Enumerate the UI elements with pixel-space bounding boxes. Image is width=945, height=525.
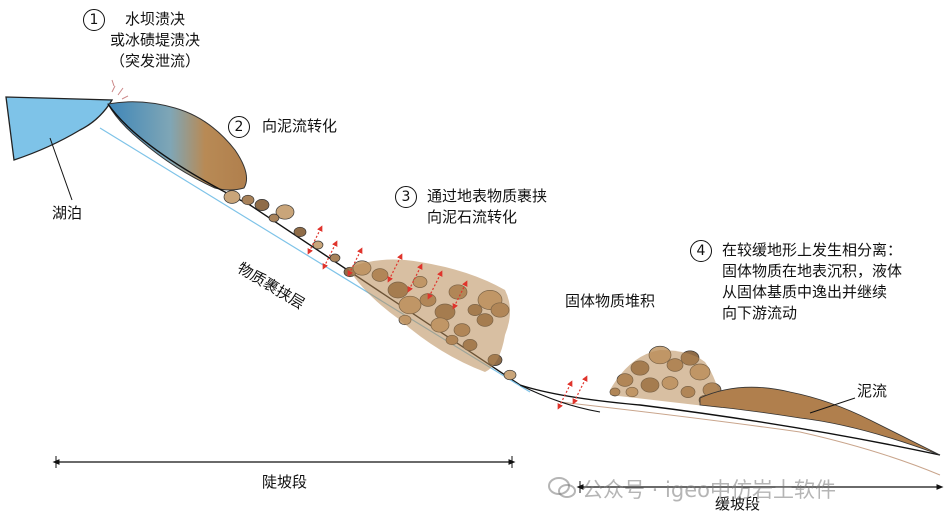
entrainment-arrow [557, 380, 573, 410]
slope-lower-line [559, 401, 941, 476]
boulder [241, 194, 255, 206]
entrainment-arrow [572, 375, 588, 405]
step-2-text: 向泥流转化 [262, 117, 338, 135]
gentle-section-label: 缓坡段 [715, 495, 761, 513]
mud-flow-body [107, 101, 247, 191]
entrainment-arrow [387, 253, 403, 283]
step-3-text: 通过地表物质裹挟 向泥石流转化 [427, 186, 547, 228]
boulder [312, 240, 324, 250]
entrainment-arrow [322, 240, 338, 270]
step-1-text: 水坝溃决 或冰碛堤溃决 （突发泄流） [100, 9, 210, 72]
entrainment-arrow [407, 263, 423, 293]
step-4-line: 固体物质在地表沉积，液体 [722, 262, 903, 280]
boulder [503, 369, 517, 381]
step-1-line: 水坝溃决 [124, 10, 185, 28]
breach-spark [111, 79, 129, 100]
lake-label: 湖泊 [52, 204, 83, 222]
mudflow-label: 泥流 [857, 382, 888, 400]
entrainment-arrow [427, 270, 443, 300]
step-4-text: 在较缓地形上发生相分离： 固体物质在地表沉积，液体 从固体基质中逸出并继续 向下… [722, 240, 902, 324]
steep-section-label: 陡坡段 [262, 473, 308, 491]
step-1-number: 1 [83, 9, 105, 31]
solid-deposit-mass [610, 350, 722, 408]
watermark-text: 公众号 · igeo中仿岩土软件 [582, 478, 836, 502]
step-2-number: 2 [228, 116, 250, 138]
entrainment-arrow [347, 247, 363, 277]
solid-deposit-label: 固体物质堆积 [565, 292, 656, 310]
lake-shape [5, 96, 114, 161]
step-3-number: 3 [395, 186, 417, 208]
boulder [293, 226, 307, 238]
debris-mass [348, 259, 510, 372]
step-1-line: 或冰碛堤溃决 [109, 31, 200, 49]
lake-leader [49, 137, 73, 201]
step-3-line: 通过地表物质裹挟 [427, 187, 548, 205]
entrainment-arrow [307, 225, 323, 255]
entrainment-arrows [307, 225, 588, 410]
step-4-line: 从固体基质中逸出并继续 [722, 283, 888, 301]
boulder [268, 213, 280, 223]
mudflow-leader [809, 397, 856, 414]
step-4-line: 在较缓地形上发生相分离： [722, 241, 903, 259]
step-4-number: 4 [690, 240, 712, 262]
boulder [275, 204, 295, 220]
wechat-icon [548, 477, 576, 498]
step-3-line: 向泥石流转化 [427, 208, 518, 226]
mudflow-tongue [699, 386, 941, 456]
boulder [223, 190, 241, 204]
entrainment-arrow [452, 280, 468, 310]
boulder [254, 199, 270, 211]
step-4-line: 向下游流动 [722, 304, 798, 322]
boulder [329, 253, 341, 263]
step-1-line: （突发泄流） [109, 52, 200, 70]
